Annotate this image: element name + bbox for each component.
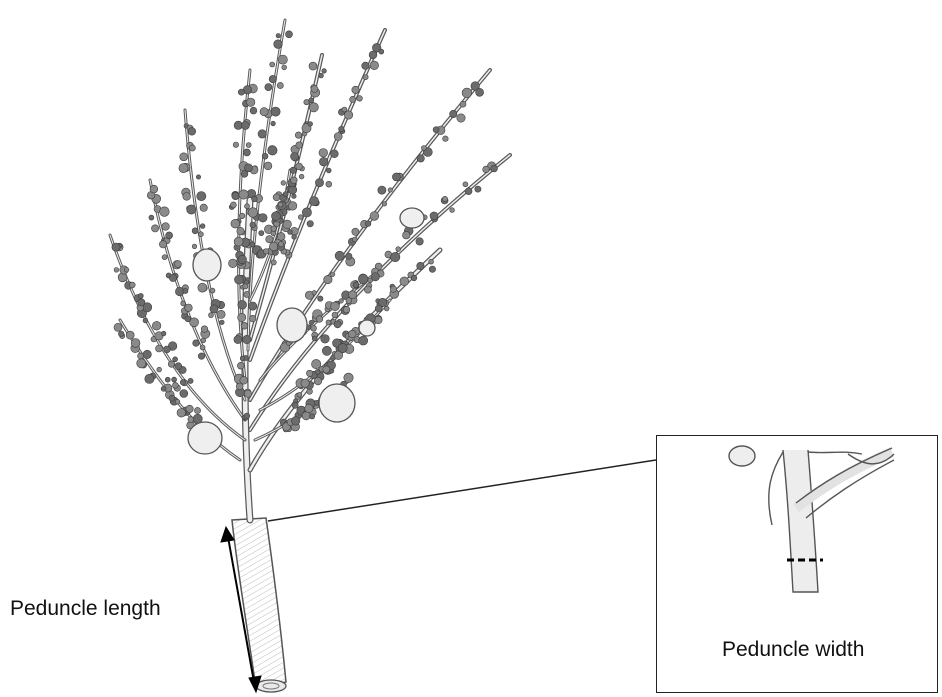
peduncle-length-label: Peduncle length — [10, 597, 161, 621]
peduncle-width-label: Peduncle width — [722, 638, 864, 662]
